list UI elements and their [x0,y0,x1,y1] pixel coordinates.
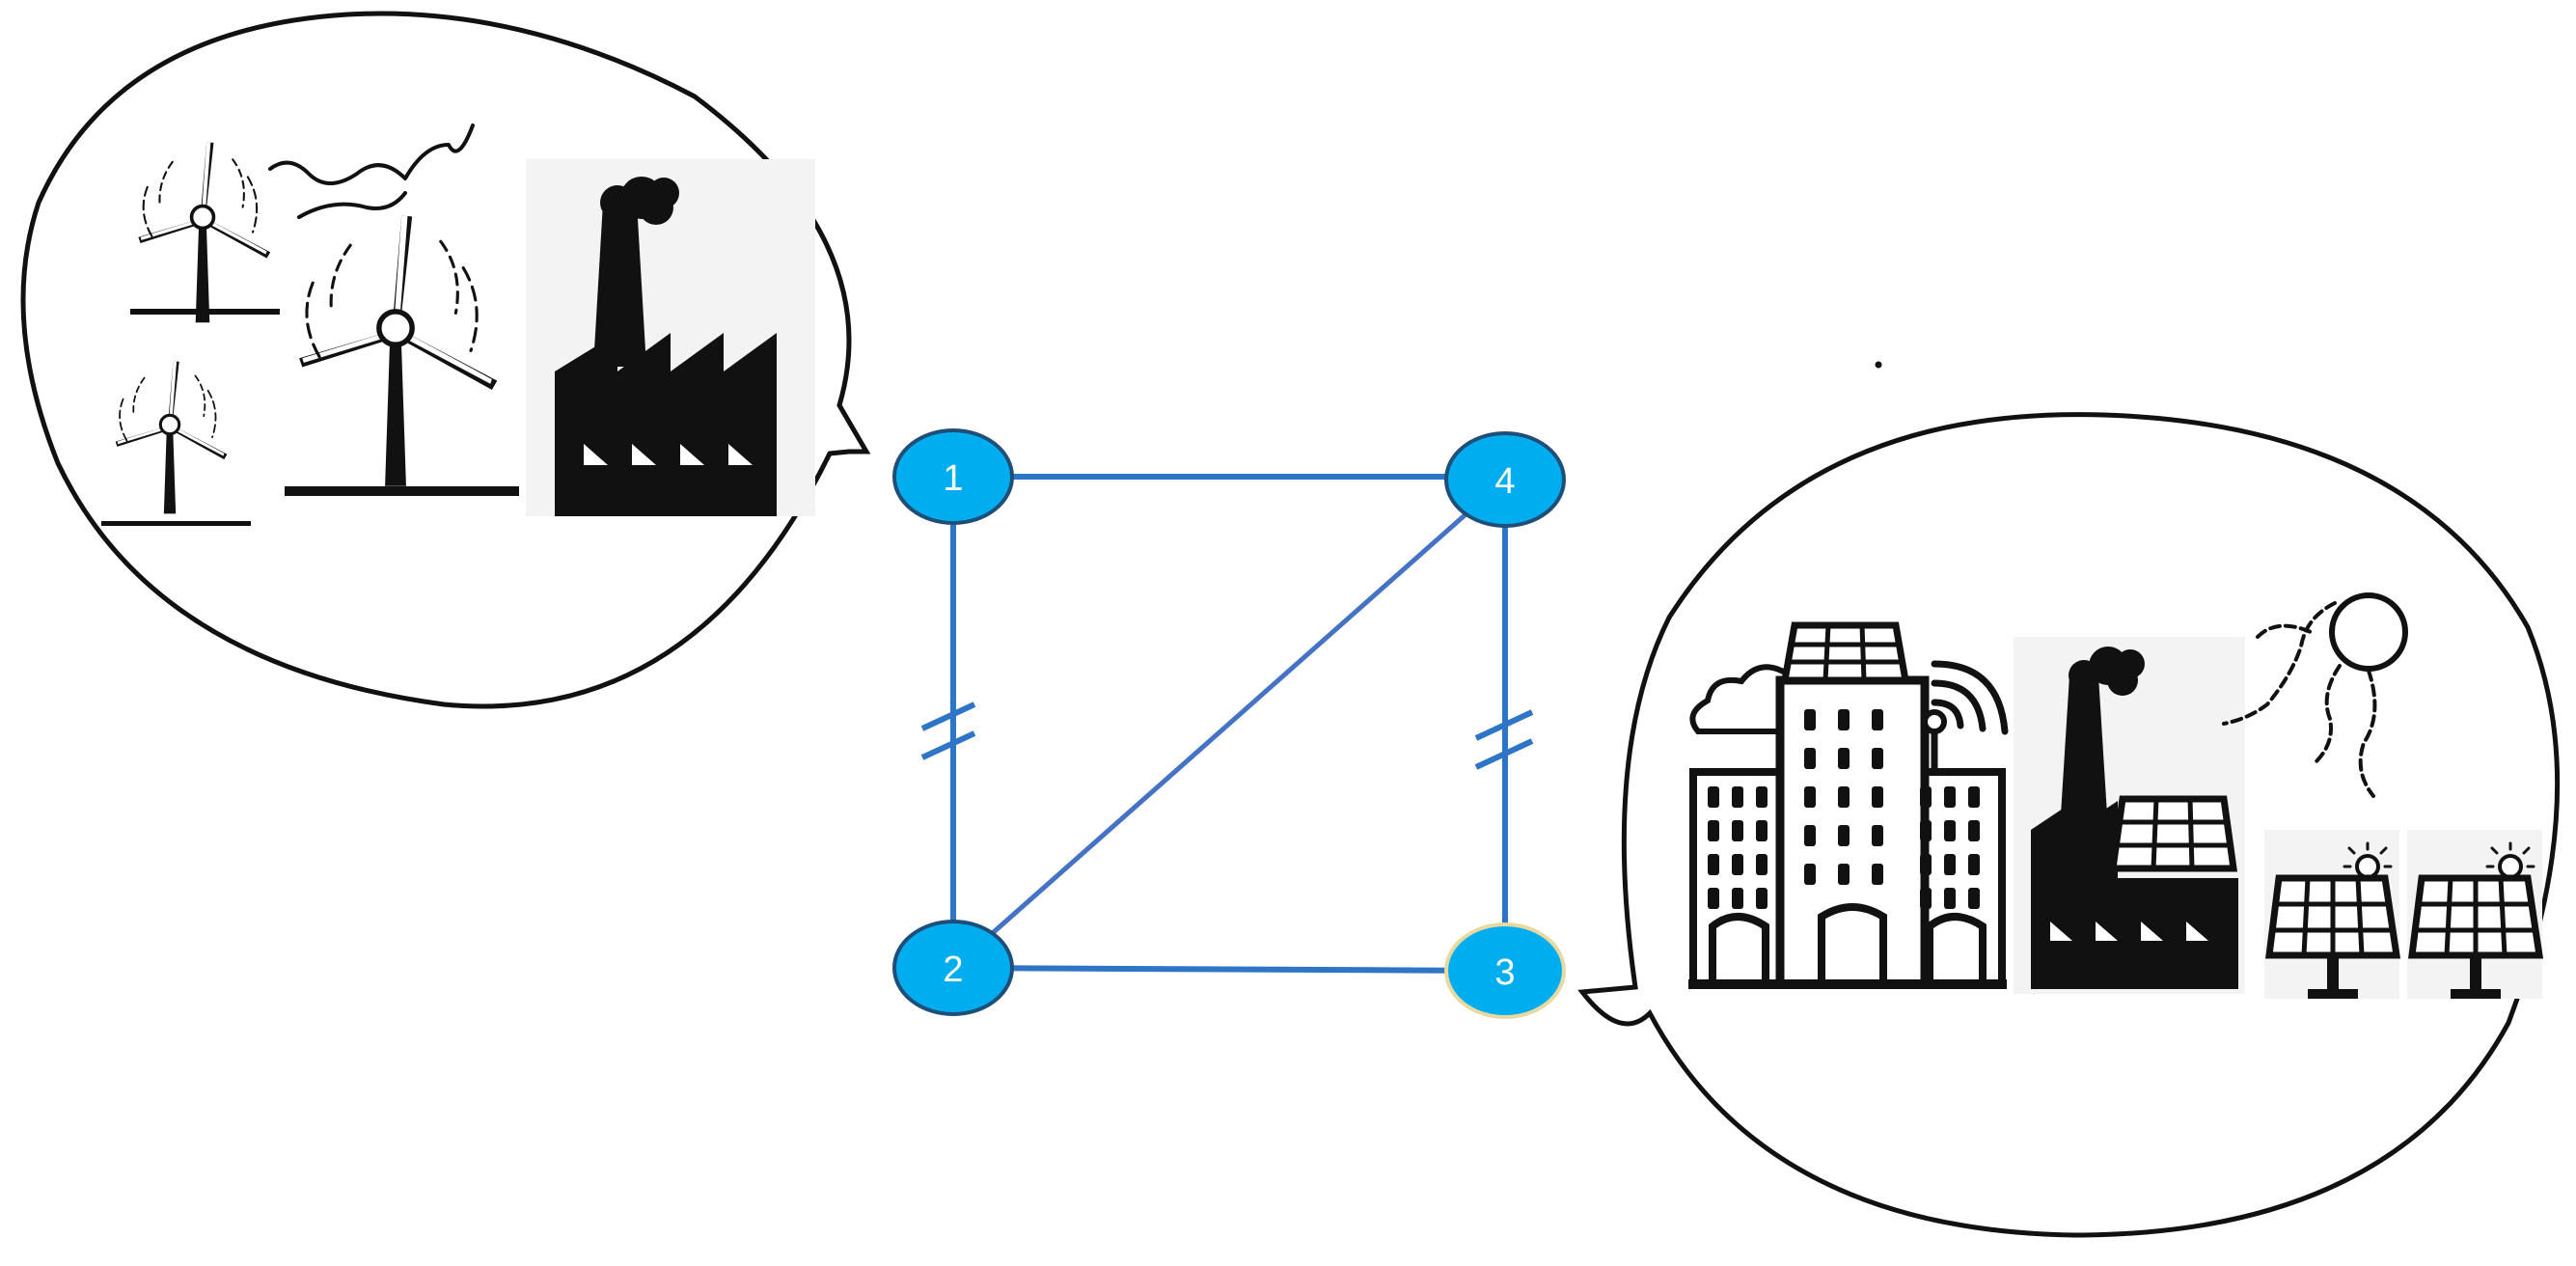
stray-dot [1875,361,1882,369]
node-2[interactable]: 2 [892,920,1014,1016]
edge-1-2-marker [920,702,976,760]
wind-lines [268,124,475,185]
solar-factory-icon [2014,637,2245,994]
node-3[interactable]: 3 [1444,922,1566,1019]
node-1-label: 1 [943,458,963,499]
solar-panel-icon [2264,830,2399,999]
node-4-label: 4 [1494,461,1515,502]
solar-panel-icon [2407,830,2542,999]
sun-icon [2222,592,2408,798]
callout-node-1 [20,11,871,709]
callout-node-3 [1577,412,2561,1238]
factory-icon [526,159,815,516]
node-4[interactable]: 4 [1444,431,1566,528]
smart-building-icon [1688,621,2007,989]
antenna-icon [1922,660,2009,772]
node-3-label: 3 [1494,952,1515,993]
node-1[interactable]: 1 [892,428,1014,525]
edge-2-3 [952,965,1506,974]
edge-4-3-marker [1474,709,1534,770]
edges [920,474,1544,974]
edge-2-4 [951,478,1507,970]
node-2-label: 2 [943,950,963,990]
nodes: 1 4 2 3 [892,428,1566,1019]
